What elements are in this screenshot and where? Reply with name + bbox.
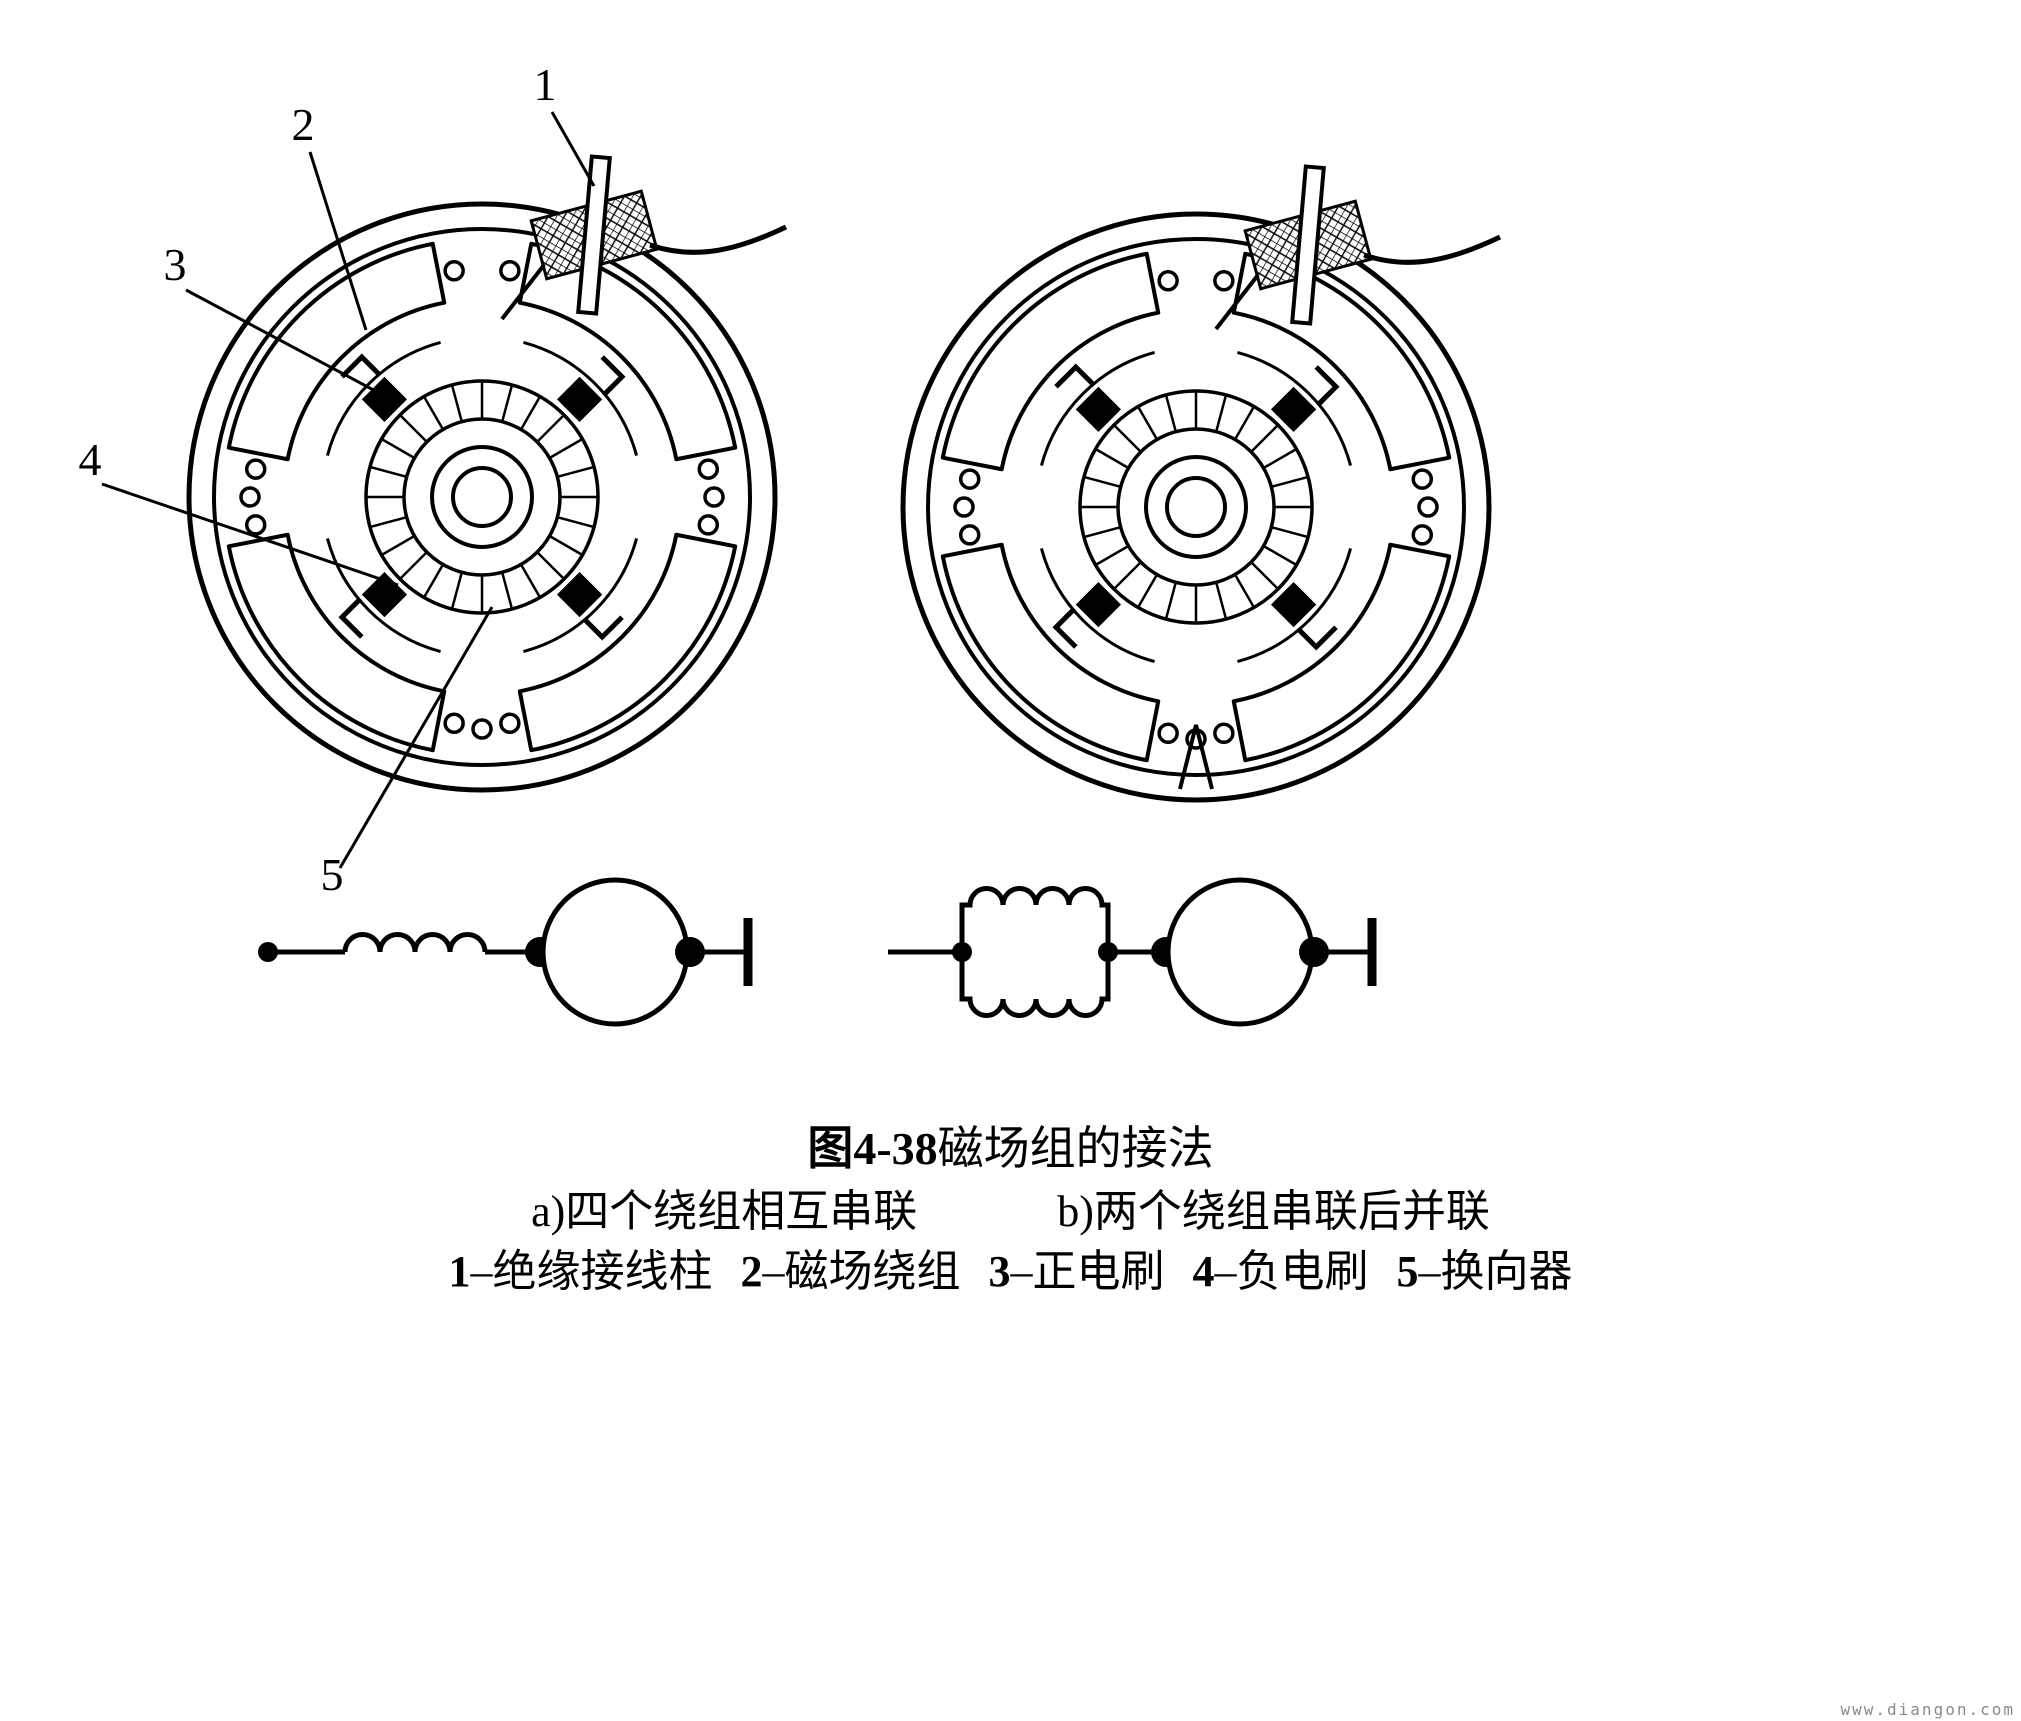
legend-label: –绝缘接线柱 <box>470 1247 713 1296</box>
junction-dot <box>952 942 972 962</box>
callouts: 1 2 3 4 5 <box>79 59 596 900</box>
legend-num: 4 <box>1192 1247 1215 1296</box>
brush-contact-dot <box>1299 937 1329 967</box>
callout-1: 1 <box>534 59 557 110</box>
legend-item: 5–换向器 <box>1396 1247 1573 1296</box>
motor-diagram-series <box>189 146 786 790</box>
parallel-junction-wire <box>1178 724 1214 790</box>
inductor-coil <box>342 932 488 953</box>
callout-4: 4 <box>79 434 102 485</box>
legend-item: 1–绝缘接线柱 <box>448 1247 713 1296</box>
callout-3: 3 <box>164 239 187 290</box>
legend-num: 5 <box>1396 1247 1419 1296</box>
legend-num: 3 <box>988 1247 1011 1296</box>
legend-num: 1 <box>448 1247 471 1296</box>
figure-legend: 1–绝缘接线柱 2–磁场绕组 3–正电刷 4–负电刷 5–换向器 <box>0 1247 2021 1296</box>
inductor-branch-top <box>959 886 1111 952</box>
callout-2: 2 <box>292 99 315 150</box>
schematic-parallel <box>888 877 1377 1027</box>
leader-line-4 <box>101 482 399 587</box>
legend-item: 2–磁场绕组 <box>740 1247 961 1296</box>
leader-line-5 <box>338 606 494 869</box>
subcaption-a: a)四个绕组相互串联 <box>531 1187 918 1236</box>
figure-number: 图4-38 <box>807 1123 938 1174</box>
legend-num: 2 <box>740 1247 763 1296</box>
schematic-series <box>258 877 753 1027</box>
motor-diagram-parallel <box>903 156 1500 800</box>
figure-title: 磁场组的接法 <box>937 1123 1214 1174</box>
motor-symbol <box>1165 877 1315 1027</box>
legend-label: –正电刷 <box>1010 1247 1165 1296</box>
motor-symbol <box>540 877 690 1027</box>
callout-5: 5 <box>321 849 344 900</box>
legend-label: –磁场绕组 <box>762 1247 961 1296</box>
figure-subcaptions: a)四个绕组相互串联 b)两个绕组串联后并联 <box>0 1187 2021 1236</box>
figure-caption: 图4-38 磁场组的接法 <box>0 1123 2021 1175</box>
subcaption-b: b)两个绕组串联后并联 <box>1057 1187 1490 1236</box>
watermark: www.diangon.com <box>1840 1700 2015 1719</box>
legend-item: 4–负电刷 <box>1192 1247 1369 1296</box>
leader-line-3 <box>185 288 397 404</box>
leader-line-1 <box>550 111 596 187</box>
brush-contact-dot <box>675 937 705 967</box>
legend-label: –负电刷 <box>1214 1247 1369 1296</box>
inductor-branch-bottom <box>959 952 1111 1018</box>
leader-line-2 <box>308 151 368 331</box>
legend-label: –换向器 <box>1418 1247 1573 1296</box>
legend-item: 3–正电刷 <box>988 1247 1165 1296</box>
